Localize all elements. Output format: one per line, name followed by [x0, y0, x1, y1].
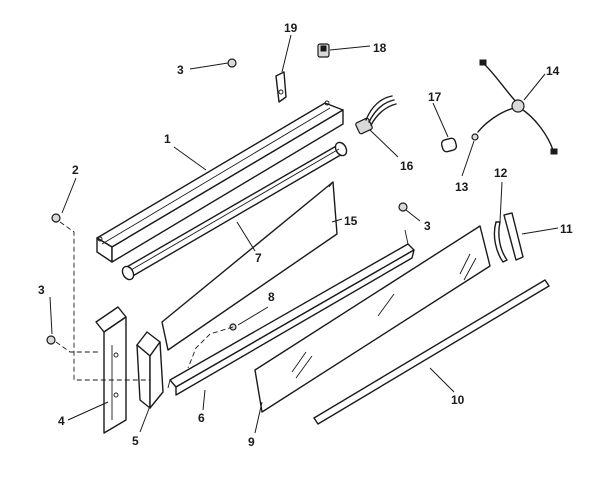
part-7-fluorescent-tube [121, 141, 348, 281]
part-15-back-panel [161, 181, 338, 351]
callout-19: 19 [284, 21, 298, 35]
part-6-bottom-trim [167, 229, 415, 396]
callout-3-left: 3 [38, 283, 45, 297]
part-13-screw [471, 133, 479, 141]
part-16-lamp-holder [355, 95, 397, 135]
callout-18: 18 [373, 41, 387, 55]
part-11-end-cap [503, 212, 524, 261]
callout-15: 15 [344, 214, 358, 228]
callout-12: 12 [494, 166, 508, 180]
callout-10: 10 [451, 393, 465, 407]
part-19-bracket [275, 71, 287, 103]
callout-1: 1 [164, 132, 171, 146]
part-14-switch-harness [477, 59, 558, 155]
callout-14: 14 [546, 64, 560, 78]
alignment-lines [55, 221, 234, 381]
leader-lines [49, 34, 559, 434]
callout-4: 4 [58, 414, 65, 428]
part-4-left-bracket [95, 306, 127, 434]
callout-6: 6 [198, 411, 205, 425]
callout-3-right: 3 [424, 219, 431, 233]
part-9-glass-panel [254, 225, 491, 413]
callout-labels: 1 2 3 3 3 4 5 6 7 8 9 10 11 12 13 14 15 … [38, 21, 573, 449]
part-1-top-trim [96, 100, 344, 263]
part-10-glass-channel [313, 279, 550, 425]
part-3-screws [46, 58, 408, 345]
part-2-screw [51, 213, 61, 223]
part-5-end-piece [136, 331, 164, 409]
callout-9: 9 [248, 435, 255, 449]
callout-2: 2 [72, 163, 79, 177]
part-18-clip [317, 43, 330, 58]
callout-11: 11 [560, 222, 573, 236]
callout-7: 7 [255, 251, 262, 265]
callout-3-top: 3 [177, 63, 184, 77]
callout-17: 17 [428, 90, 442, 104]
callout-5: 5 [132, 434, 139, 448]
callout-16: 16 [400, 159, 414, 173]
part-17-starter [440, 137, 458, 153]
part-12-end-trim [493, 221, 508, 263]
callout-13: 13 [455, 180, 469, 194]
callout-8: 8 [268, 290, 275, 304]
